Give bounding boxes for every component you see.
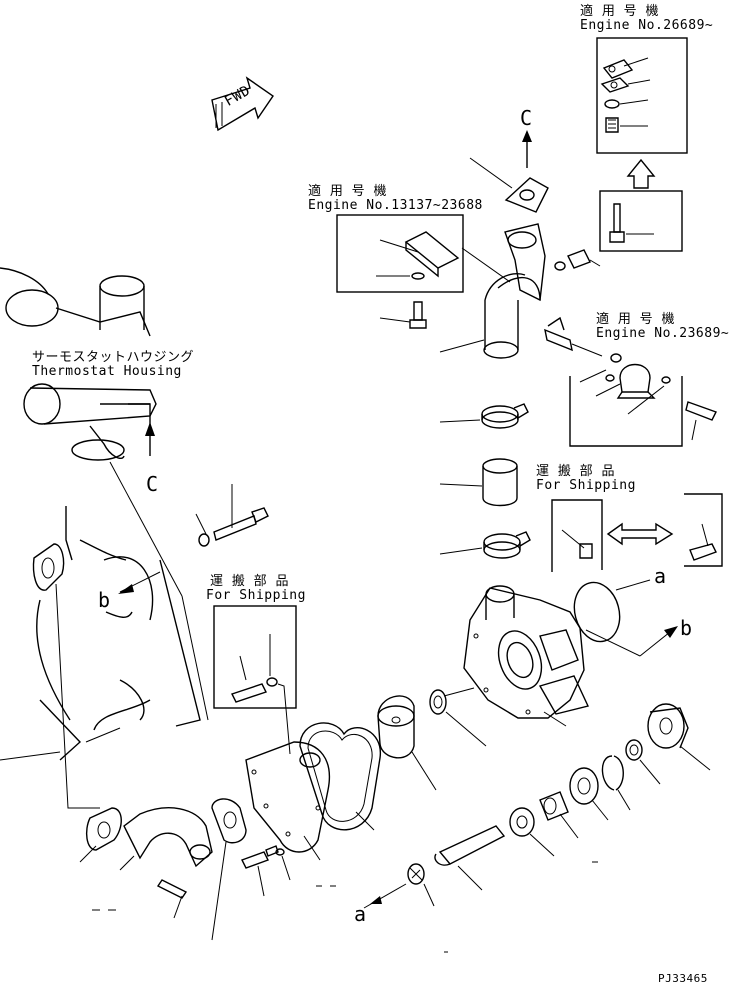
shipping-left-en: For Shipping [206, 588, 306, 603]
note-23689-en: Engine No.23689~ [596, 326, 730, 341]
pulley [647, 703, 711, 771]
small-gasket [211, 798, 247, 941]
thermostat-housing-en: Thermostat Housing [32, 364, 182, 379]
view-c-arrow-top [522, 130, 532, 168]
ref-a-label-right: a [654, 564, 667, 588]
dash-marks [92, 861, 598, 953]
flange-plate [469, 157, 549, 213]
outlet-elbow [119, 807, 213, 871]
ref-a-label-bottom: a [354, 902, 367, 926]
detail-box-23689 [569, 363, 683, 447]
ref-b-label-right: b [680, 616, 693, 640]
hose-clamp-upper [439, 403, 529, 429]
long-bolt [195, 484, 269, 547]
pump-gasket [299, 722, 381, 831]
elbow-fasteners [544, 249, 622, 363]
bolt-bottom-left [156, 879, 188, 919]
bolt-right [685, 401, 717, 441]
view-c-arrow-left [100, 403, 155, 456]
hose-clamp-lower [439, 531, 531, 559]
left-gasket [32, 543, 100, 809]
elbow-pipe [439, 223, 546, 359]
detail-box-13137 [336, 214, 464, 293]
fwd-arrow [211, 76, 274, 132]
outlet-gasket [79, 807, 122, 863]
shipping-box-left [213, 605, 297, 755]
bearing-large [569, 767, 609, 821]
cover-plate [245, 741, 330, 861]
note-23689-jp: 適 用 号 機 [596, 312, 675, 327]
shipping-right-en: For Shipping [536, 478, 636, 493]
impeller [377, 695, 437, 791]
hose [439, 458, 518, 507]
shipping-right-jp: 運 搬 部 品 [536, 464, 615, 479]
shipping-box-right [551, 499, 603, 572]
bolt-left [379, 301, 427, 329]
o-ring [573, 579, 678, 657]
drawing-number: PJ33465 [658, 972, 708, 985]
bearing-mid [509, 807, 555, 857]
view-c-label-left: C [146, 472, 159, 496]
detail-box-26689 [596, 37, 688, 154]
water-pump-body [463, 585, 589, 727]
snap-ring [601, 755, 631, 811]
note-13137-jp: 適 用 号 機 [308, 184, 387, 199]
ref-b-label-left: b [98, 588, 111, 612]
hollow-up-arrow [626, 158, 656, 189]
bolt-bottom-mid [241, 845, 291, 897]
note-13137-en: Engine No.13137~23688 [308, 198, 483, 213]
bearing-small [407, 863, 435, 907]
ref-arrow-b-left [118, 571, 161, 594]
view-c-label-top: C [520, 106, 533, 130]
washer-ring [625, 739, 661, 785]
bolt-box-right [684, 493, 723, 567]
pump-shaft [434, 825, 506, 891]
double-arrow [606, 522, 674, 546]
ref-arrow-a-bottom [363, 883, 407, 909]
note-26689-jp: 適 用 号 機 [580, 4, 659, 19]
engine-block-left [0, 267, 209, 761]
seal-ring [429, 687, 487, 747]
spacer [539, 791, 579, 839]
bolt-box-upper [599, 190, 683, 252]
note-26689-en: Engine No.26689~ [580, 18, 714, 33]
thermostat-housing-jp: サーモスタットハウジング [32, 350, 195, 365]
shipping-left-jp: 運 搬 部 品 [210, 574, 289, 589]
